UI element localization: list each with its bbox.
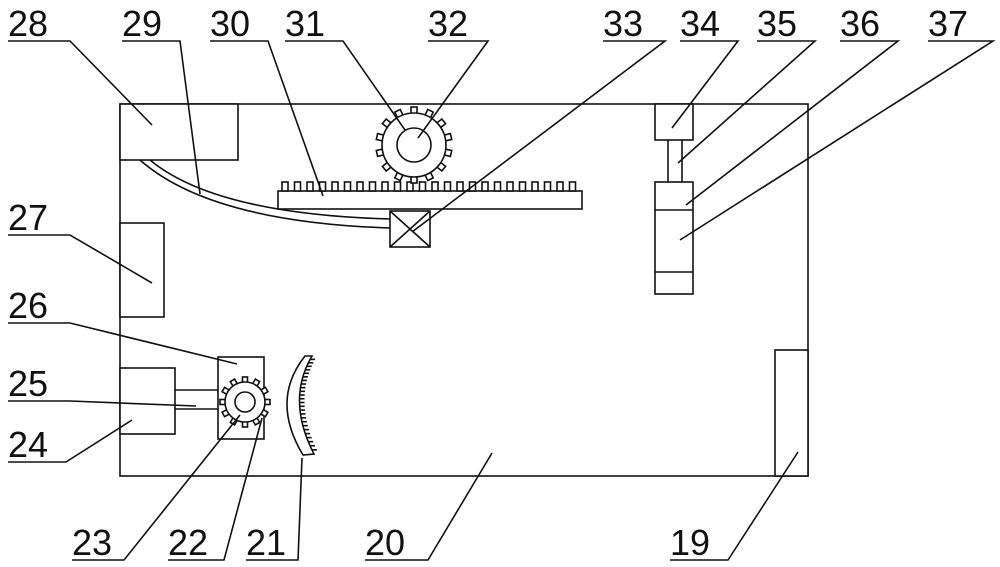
- rack-tooth: [306, 181, 314, 192]
- label-19: 19: [670, 522, 710, 563]
- label-33: 33: [603, 3, 643, 44]
- label-34: 34: [680, 3, 720, 44]
- rack-tooth: [406, 181, 414, 192]
- label-32: 32: [428, 3, 468, 44]
- leader-25: [8, 400, 197, 407]
- rack-tooth: [568, 181, 577, 192]
- leader-32: [417, 40, 490, 139]
- label-21: 21: [246, 522, 286, 563]
- rack-tooth: [543, 181, 552, 192]
- leader-31: [285, 40, 406, 131]
- rack-tooth: [418, 181, 427, 192]
- part-29-hose: [139, 159, 391, 229]
- label-22: 22: [168, 522, 208, 563]
- label-30: 30: [210, 3, 250, 44]
- leader-33: [411, 40, 668, 233]
- part-19-plate: [774, 349, 809, 477]
- rack-tooth: [356, 181, 364, 192]
- rack-tooth: [381, 181, 389, 192]
- label-31: 31: [285, 3, 325, 44]
- rack-tooth: [431, 181, 439, 192]
- rack-tooth: [281, 181, 289, 192]
- part-23-gear-hub: [234, 391, 256, 413]
- part-27-block: [119, 222, 165, 318]
- leader-28: [8, 40, 153, 126]
- rack-tooth: [393, 181, 402, 192]
- leader-30: [210, 40, 324, 197]
- part-30-rack-teeth: [281, 181, 577, 192]
- part-21-arc-teeth: [299, 358, 317, 451]
- leader-20: [365, 452, 493, 561]
- rack-tooth: [506, 181, 514, 192]
- leader-24: [8, 419, 133, 463]
- rack-tooth: [331, 181, 339, 192]
- leader-27: [8, 234, 153, 284]
- rack-tooth: [518, 181, 527, 192]
- label-28: 28: [8, 3, 48, 44]
- leader-21: [246, 457, 303, 561]
- label-29: 29: [122, 3, 162, 44]
- label-36: 36: [840, 3, 880, 44]
- label-group: 28 29 30 31 32 33 34 35 36 37 27 26 25 2…: [8, 3, 968, 563]
- rack-tooth: [443, 181, 452, 192]
- label-25: 25: [8, 363, 48, 404]
- rack-tooth: [343, 181, 352, 192]
- leader-37: [679, 40, 996, 241]
- leader-22: [168, 417, 263, 561]
- leader-34: [671, 40, 740, 129]
- label-27: 27: [8, 197, 48, 238]
- rack-tooth: [556, 181, 564, 192]
- rack-tooth: [456, 181, 464, 192]
- part-29-hose-inner: [149, 159, 391, 220]
- part-28-block: [119, 103, 239, 161]
- leader-29: [122, 40, 201, 195]
- leader-35: [677, 40, 818, 164]
- part-30-rack: [277, 190, 583, 210]
- label-35: 35: [757, 3, 797, 44]
- label-20: 20: [365, 522, 405, 563]
- part-21-arc-rack: [286, 355, 316, 456]
- part-34-block: [654, 103, 694, 141]
- rack-tooth: [531, 181, 539, 192]
- label-26: 26: [8, 285, 48, 326]
- leader-19: [670, 451, 799, 561]
- leader-23: [72, 414, 241, 561]
- part-24-motor: [119, 367, 176, 435]
- rack-tooth: [293, 181, 302, 192]
- leader-lines: [8, 40, 996, 561]
- rack-tooth: [368, 181, 377, 192]
- leader-36: [685, 40, 901, 206]
- label-37: 37: [928, 3, 968, 44]
- leader-26: [8, 322, 238, 365]
- rack-tooth: [481, 181, 489, 192]
- rack-tooth: [493, 181, 502, 192]
- part-32-gear-hub: [396, 127, 432, 163]
- label-23: 23: [72, 522, 112, 563]
- part-33-cross-b: [389, 210, 431, 248]
- label-24: 24: [8, 424, 48, 465]
- part-36-cylinder: [654, 181, 694, 295]
